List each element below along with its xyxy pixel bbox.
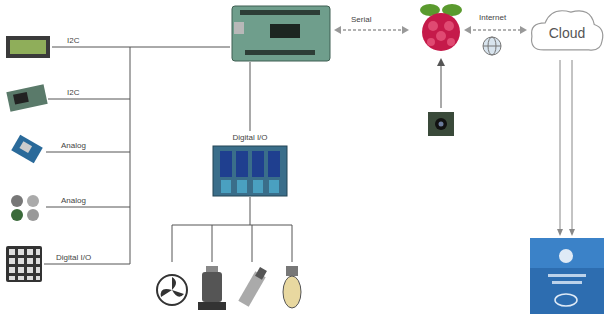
analog-sensor (11, 195, 39, 221)
board-label: Digital I/O (212, 133, 288, 143)
camera-module (428, 112, 454, 136)
raspberry-pi-logo (420, 4, 462, 51)
cloud-label: Cloud (528, 4, 606, 41)
solenoid-valve (238, 267, 267, 307)
serial-arrow (338, 29, 405, 31)
pump-icon (198, 266, 226, 310)
terminal (253, 180, 263, 193)
relay-board: Digital I/O (212, 133, 288, 197)
fan-icon (157, 275, 187, 305)
bus-wires (44, 47, 292, 264)
terminal (269, 180, 279, 193)
terminal (237, 180, 247, 193)
relay (268, 151, 280, 177)
relay-board-drawing (212, 145, 288, 197)
arrow-head (334, 26, 341, 34)
relay (220, 151, 232, 177)
relay (236, 151, 248, 177)
arrow-head (402, 26, 409, 34)
relay (252, 151, 264, 177)
arrow-head (557, 229, 563, 236)
analog-sensor (11, 135, 43, 164)
link-label: Serial (350, 15, 372, 25)
arrow-head (569, 229, 575, 236)
bus-label: Digital I/O (55, 253, 92, 263)
pcb (213, 146, 287, 196)
bus-label: I2C (66, 88, 80, 98)
keypad (6, 246, 42, 282)
i2c-module (6, 84, 47, 111)
cloud-shape: Cloud (528, 4, 606, 58)
lcd-display (6, 36, 50, 58)
arrow-head (520, 26, 527, 34)
internet-arrow (468, 29, 524, 31)
light-bulb (283, 266, 301, 308)
cloud-links (560, 60, 572, 232)
terminal (221, 180, 231, 193)
link-label: Internet (478, 13, 507, 23)
arrow-head (464, 26, 471, 34)
globe-icon (483, 37, 501, 55)
arduino-board (232, 6, 330, 61)
arrow-head (437, 58, 445, 66)
bus-label: I2C (66, 36, 80, 46)
bus-label: Analog (60, 141, 87, 151)
bus-label: Analog (60, 196, 87, 206)
intel-gateway-box (530, 238, 604, 314)
sensor-arrow (441, 62, 442, 108)
